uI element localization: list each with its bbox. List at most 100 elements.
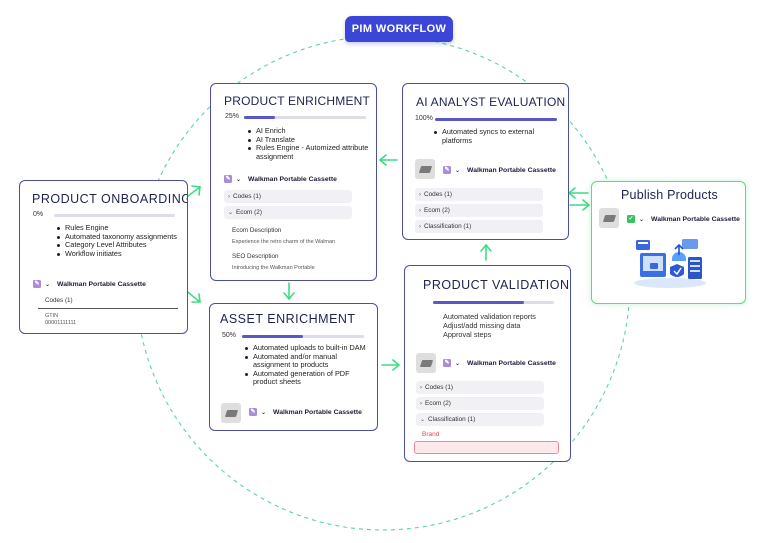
chevron-right-icon: ›: [420, 384, 422, 391]
row-label: Classification (1): [428, 416, 476, 423]
product-thumbnail: [599, 208, 619, 228]
chevron-right-icon: ›: [419, 207, 421, 214]
edit-tag-icon: ✎: [443, 359, 451, 367]
arrow-analyst-publish-bidirectional: [567, 187, 591, 211]
arrow-asset-to-validation: [381, 359, 401, 371]
feature-item: Automated generation of PDF product shee…: [244, 369, 372, 387]
feature-item: Automated uploads to built-in DAM: [244, 343, 372, 353]
chevron-right-icon: ›: [228, 193, 230, 200]
row-label: Ecom (2): [236, 209, 262, 216]
product-header[interactable]: ✎⌄ Walkman Portable Cassette: [443, 359, 556, 367]
card-title: PRODUCT ONBOARDING: [32, 192, 188, 206]
feature-item: Category Level Attributes: [56, 241, 181, 250]
arrow-analyst-to-enrichment: [378, 154, 398, 166]
pim-workflow-badge: PIM WORKFLOW: [345, 16, 453, 42]
product-name: Walkman Portable Cassette: [248, 175, 337, 183]
product-thumbnail: [416, 353, 436, 373]
chevron-down-icon: ⌄: [261, 409, 267, 416]
feature-item: AI Translate: [247, 135, 372, 145]
progress-fill: [242, 335, 303, 338]
feature-item: Automated taxonomy assignments: [56, 232, 181, 242]
progress-fill: [244, 116, 275, 119]
product-header[interactable]: ✓⌄ Walkman Portable Cassette: [627, 215, 740, 223]
seo-description-label: SEO Description: [232, 253, 279, 260]
row-label: Codes (1): [425, 384, 454, 391]
seo-description-value[interactable]: Introducing the Walkman Portable: [232, 265, 315, 271]
feature-item: AI Enrich: [247, 126, 372, 136]
section-row-ecom[interactable]: ›Ecom (2): [415, 204, 543, 217]
validation-step: Adjust/add missing data: [443, 321, 521, 330]
brand-input-error[interactable]: [414, 441, 559, 454]
gtin-label: GTIN: [45, 313, 59, 319]
card-product-validation[interactable]: PRODUCT VALIDATION Automated validation …: [404, 265, 571, 462]
row-label: Ecom (2): [424, 207, 450, 214]
chevron-right-icon: ›: [419, 223, 421, 230]
product-name: Walkman Portable Cassette: [273, 408, 362, 416]
product-header[interactable]: ✎⌄ Walkman Portable Cassette: [249, 408, 362, 416]
chevron-down-icon: ⌄: [236, 176, 242, 183]
progress-fill: [435, 118, 557, 121]
ecom-description-label: Ecom Description: [232, 227, 282, 234]
section-row-classification[interactable]: ›Classification (1): [415, 220, 543, 233]
feature-item: Automated syncs to external platforms: [433, 127, 561, 145]
feature-item: Automated and/or manual assignment to pr…: [244, 352, 372, 370]
card-asset-enrichment[interactable]: ASSET ENRICHMENT 50% Automated uploads t…: [209, 303, 378, 431]
section-row-ecom[interactable]: ›Ecom (2): [416, 397, 544, 410]
card-title: AI ANALYST EVALUATION: [416, 95, 566, 109]
chevron-down-icon: ⌄: [45, 281, 51, 288]
section-row-classification[interactable]: ⌄Classification (1): [416, 413, 544, 426]
edit-tag-icon: ✎: [443, 166, 451, 174]
chevron-right-icon: ›: [419, 191, 421, 198]
feature-item: Rules Engine: [56, 223, 181, 233]
card-product-enrichment[interactable]: PRODUCT ENRICHMENT 25% AI Enrich AI Tran…: [210, 83, 377, 281]
product-thumbnail: [221, 403, 241, 423]
brand-field-label: Brand: [422, 431, 440, 438]
card-publish-products[interactable]: Publish Products ✓⌄ Walkman Portable Cas…: [591, 181, 746, 304]
section-row-codes[interactable]: ›Codes (1): [415, 188, 543, 201]
row-label: Classification (1): [424, 223, 472, 230]
row-label: Codes (1): [424, 191, 453, 198]
product-name: Walkman Portable Cassette: [57, 280, 146, 288]
divider: [38, 308, 178, 309]
progress-fill: [433, 301, 524, 304]
section-row-codes[interactable]: ›Codes (1): [416, 381, 544, 394]
progress-label: 100%: [415, 115, 433, 122]
card-ai-analyst-evaluation[interactable]: AI ANALYST EVALUATION 100% Automated syn…: [402, 83, 569, 240]
progress-label: 25%: [225, 113, 240, 120]
feature-item: Workflow initiates: [56, 249, 181, 259]
product-header[interactable]: ✎ ⌄ Walkman Portable Cassette: [33, 280, 146, 288]
check-tag-icon: ✓: [627, 215, 635, 223]
feature-list: Rules Engine Automated taxonomy assignme…: [56, 223, 181, 259]
arrow-validation-to-analyst: [480, 243, 492, 261]
chevron-down-icon: ⌄: [455, 360, 461, 367]
progress-bar: [433, 301, 554, 304]
product-header[interactable]: ✎ ⌄ Walkman Portable Cassette: [224, 175, 337, 183]
row-label: Ecom (2): [425, 400, 451, 407]
card-title: ASSET ENRICHMENT: [220, 312, 356, 326]
progress-bar: [244, 116, 366, 119]
codes-label[interactable]: Codes (1): [45, 297, 73, 304]
edit-tag-icon: ✎: [33, 280, 41, 288]
feature-item: Rules Engine - Automized attribute assig…: [247, 143, 372, 161]
feature-list: AI Enrich AI Translate Rules Engine - Au…: [247, 126, 372, 161]
progress-label: 0%: [33, 211, 44, 218]
card-title: PRODUCT ENRICHMENT: [224, 94, 371, 108]
card-product-onboarding[interactable]: PRODUCT ONBOARDING 0% Rules Engine Autom…: [19, 180, 188, 334]
publish-illustration: [634, 239, 706, 288]
feature-list: Automated syncs to external platforms: [433, 127, 561, 145]
progress-label: 50%: [222, 332, 237, 339]
feature-list: Automated uploads to built-in DAM Automa…: [244, 343, 372, 387]
ecom-description-value[interactable]: Experience the retro charm of the Walman: [232, 239, 336, 245]
section-row-ecom[interactable]: ⌄Ecom (2): [224, 206, 352, 219]
validation-step: Automated validation reports: [443, 312, 536, 321]
product-thumbnail: [415, 159, 435, 179]
row-label: Codes (1): [233, 193, 262, 200]
edit-tag-icon: ✎: [224, 175, 232, 183]
chevron-right-icon: ›: [420, 400, 422, 407]
product-header[interactable]: ✎⌄ Walkman Portable Cassette: [443, 166, 556, 174]
card-title: PRODUCT VALIDATION: [423, 278, 570, 292]
card-title: Publish Products: [621, 188, 718, 202]
validation-step: Approval steps: [443, 330, 492, 339]
chevron-down-icon: ⌄: [228, 210, 234, 216]
section-row-codes[interactable]: ›Codes (1): [224, 190, 352, 203]
